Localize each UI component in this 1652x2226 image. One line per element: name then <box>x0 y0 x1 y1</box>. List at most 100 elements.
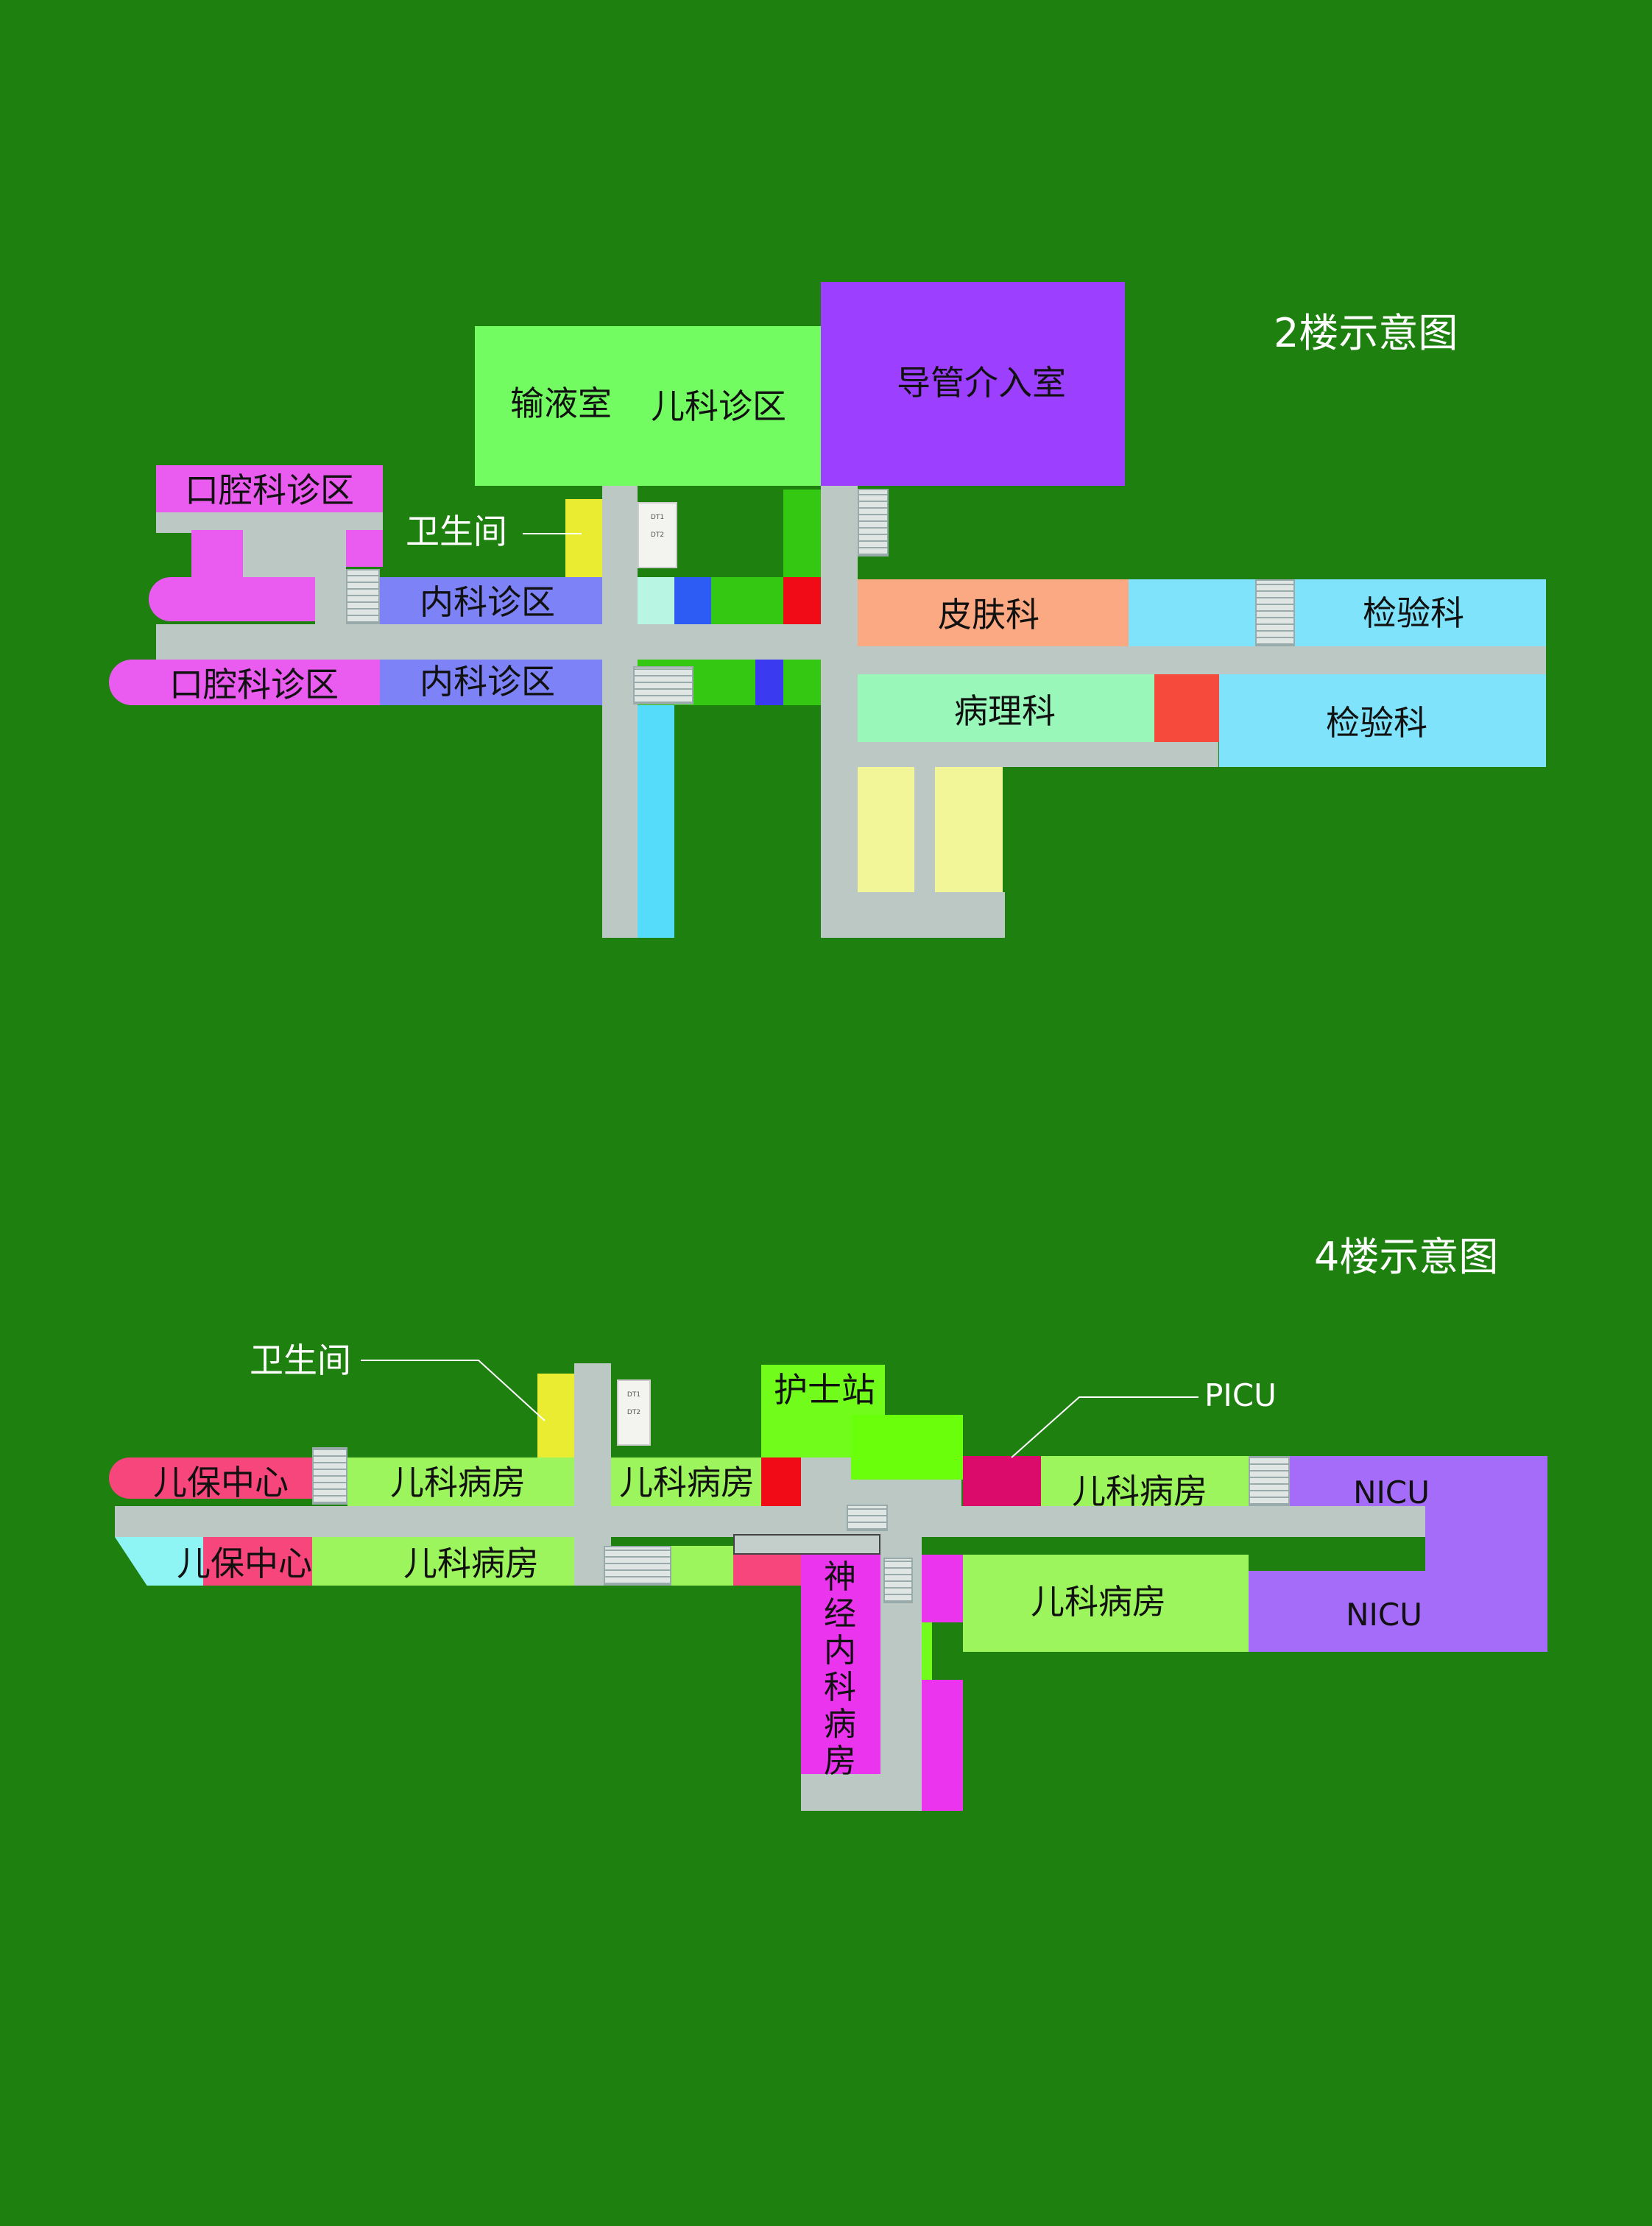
label-nurse-station: 护士站 <box>774 1370 875 1410</box>
corridor-south-end <box>801 1774 922 1811</box>
room-catheter <box>821 282 1125 486</box>
room-dental-top <box>156 465 383 512</box>
leader-line-picu <box>1011 1396 1199 1458</box>
room-small-red <box>783 577 821 624</box>
room-magenta-a <box>922 1555 963 1622</box>
room-restroom <box>565 499 602 577</box>
room-pathology <box>858 674 1154 742</box>
corridor-north-south-left <box>602 486 638 938</box>
room-green-lower-2 <box>783 660 821 705</box>
label-lab-top: 检验科 <box>1363 593 1464 633</box>
corridor-west-main <box>156 624 826 660</box>
label-neuro-ward: 神经内科病房 <box>824 1558 856 1780</box>
label-child-health-bottom: 儿保中心 <box>177 1544 312 1583</box>
room-lab-bottom <box>1219 674 1546 767</box>
stair-icon <box>858 489 889 556</box>
room-dental-block-a <box>191 530 243 577</box>
label-nicu-bottom: NICU <box>1346 1597 1422 1633</box>
room-dermatology <box>858 579 1129 646</box>
label-restroom: 卫生间 <box>250 1340 351 1380</box>
room-green-east <box>851 1415 963 1480</box>
room-lab-top <box>1129 579 1546 646</box>
label-ward-4: 儿科病房 <box>403 1544 539 1583</box>
room-green-upper <box>783 490 821 577</box>
label-catheter: 导管介入室 <box>897 363 1066 403</box>
label-ward-3: 儿科病房 <box>1072 1471 1207 1511</box>
corridor-south-link <box>914 767 935 892</box>
room-ward-3 <box>1041 1456 1249 1506</box>
room-dental-mid <box>149 577 315 621</box>
room-magenta-b <box>922 1680 963 1811</box>
label-dental-bottom: 口腔科诊区 <box>169 665 339 704</box>
floor-2-title: 2楼示意图 <box>1274 310 1458 356</box>
room-dental-block-b <box>346 530 383 567</box>
room-ward-4 <box>312 1537 574 1586</box>
label-ward-5: 儿科病房 <box>1031 1582 1166 1622</box>
room-green-thin <box>922 1622 932 1680</box>
room-neuro-ward <box>801 1555 880 1774</box>
label-internal-top: 内科诊区 <box>420 582 555 622</box>
label-ward-2: 儿科病房 <box>619 1463 755 1502</box>
label-infusion: 输液室 <box>510 384 612 423</box>
stair-icon <box>883 1558 913 1603</box>
room-small-blue <box>674 577 711 624</box>
room-pink-small <box>733 1555 801 1586</box>
room-nicu-middle <box>1425 1506 1547 1571</box>
corridor-east-lower <box>858 742 1218 767</box>
room-red <box>761 1458 801 1506</box>
label-restroom: 卫生间 <box>406 512 507 551</box>
room-infusion-pediatric <box>475 326 821 486</box>
label-picu: PICU <box>1204 1377 1277 1413</box>
room-ward-1 <box>347 1458 574 1506</box>
corridor-bridge <box>733 1534 880 1555</box>
stair-icon <box>312 1447 347 1505</box>
room-nicu-bottom <box>1249 1571 1547 1652</box>
room-dental-bottom <box>109 660 380 705</box>
corridor-west-link <box>315 574 346 624</box>
corridor-east <box>858 646 1546 674</box>
leader-line-floor4-restroom <box>361 1360 546 1421</box>
stair-icon <box>1249 1456 1290 1506</box>
room-yellow-a <box>858 767 914 892</box>
stair-icon <box>346 569 380 624</box>
label-pathology: 病理科 <box>954 691 1056 731</box>
room-internal-top <box>380 577 602 624</box>
room-cyan-corner <box>163 1537 208 1586</box>
label-pediatric-clinic: 儿科诊区 <box>651 386 786 426</box>
room-picu <box>963 1456 1041 1506</box>
room-yellow-b <box>935 767 1003 892</box>
stair-icon <box>604 1546 671 1586</box>
label-ward-1: 儿科病房 <box>390 1463 526 1502</box>
room-child-health-bottom <box>203 1537 312 1586</box>
room-small-green <box>711 577 783 624</box>
room-internal-bottom <box>380 660 602 705</box>
corridor-south <box>821 892 1005 938</box>
corridor-west-upper <box>156 512 383 533</box>
label-child-health-top: 儿保中心 <box>153 1463 289 1502</box>
label-lab-bottom: 检验科 <box>1326 703 1427 743</box>
room-restroom <box>537 1374 574 1458</box>
corridor-west-stub <box>243 530 346 577</box>
floor-4-title: 4楼示意图 <box>1314 1234 1499 1280</box>
room-red-small <box>1154 674 1219 742</box>
label-dental-top: 口腔科诊区 <box>185 470 354 510</box>
room-ward-5 <box>963 1555 1249 1652</box>
room-blue-lower <box>755 660 783 705</box>
label-nicu-top: NICU <box>1353 1474 1430 1510</box>
corridor-north-south-right <box>821 486 858 938</box>
room-child-health-top <box>109 1458 312 1499</box>
label-dermatology: 皮肤科 <box>938 595 1039 635</box>
stair-icon <box>847 1505 888 1531</box>
room-small-mint <box>638 577 674 624</box>
room-nicu-top <box>1290 1456 1547 1506</box>
room-cyan-strip <box>638 705 674 938</box>
stair-icon <box>1255 579 1295 646</box>
corridor-main <box>115 1506 1425 1537</box>
room-ward-2 <box>611 1458 761 1506</box>
stair-icon <box>633 666 693 704</box>
label-internal-bottom: 内科诊区 <box>420 662 555 702</box>
